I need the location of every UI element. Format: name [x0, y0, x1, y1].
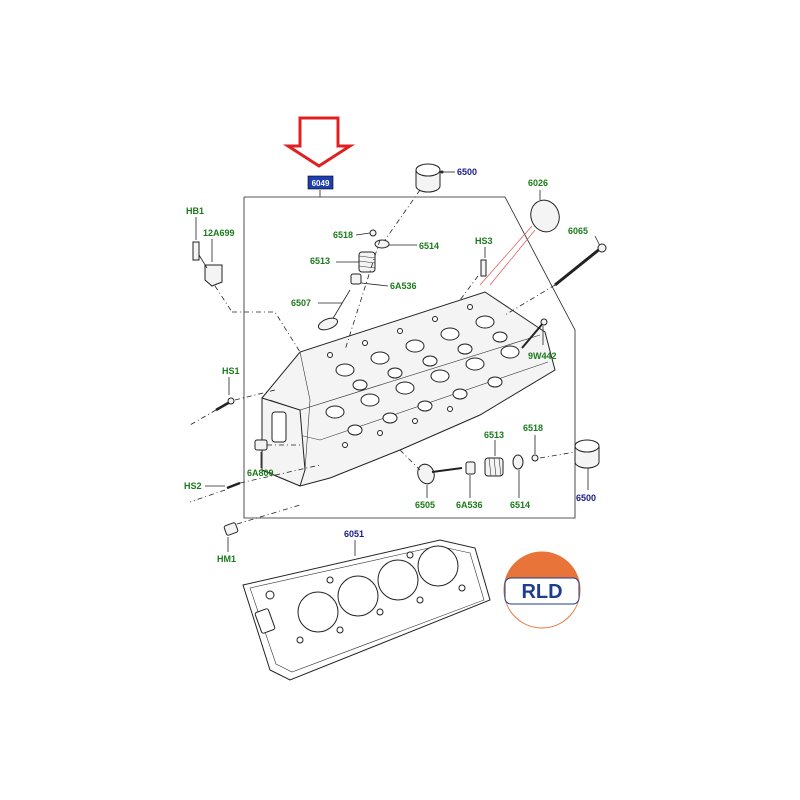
part-6513-top-spring — [358, 251, 376, 273]
callout-hs1: HS1 — [222, 366, 240, 376]
callout-6500-top: 6500 — [457, 167, 477, 177]
assembly-frame — [243, 190, 576, 519]
callout-6518-top: 6518 — [333, 230, 353, 240]
callout-hb1: HB1 — [186, 206, 204, 216]
callout-9w442: 9W442 — [528, 351, 557, 361]
rld-logo: RLD — [503, 551, 581, 629]
part-6051-head-gasket — [242, 539, 491, 681]
callout-6a536-bottom: 6A536 — [456, 500, 483, 510]
part-12a699-sensor — [192, 241, 223, 287]
callout-6a536-top: 6A536 — [390, 281, 417, 291]
part-6514-top-retainer — [374, 239, 390, 249]
callout-6500-bottom: 6500 — [576, 493, 596, 503]
part-6500-top-tappet — [415, 163, 455, 193]
callout-6505: 6505 — [415, 500, 435, 510]
part-6a809-dowel — [254, 439, 268, 451]
callout-hs3: HS3 — [475, 236, 493, 246]
bolt-holes — [327, 304, 473, 448]
part-6507-valve — [317, 289, 351, 331]
cylinder-head — [261, 291, 556, 487]
callout-6507: 6507 — [291, 298, 311, 308]
valve-pockets-lower — [325, 345, 520, 436]
part-6514-bottom-retainer — [512, 454, 524, 470]
part-6513-bottom-spring — [484, 457, 504, 477]
callout-6514-bottom: 6514 — [510, 500, 530, 510]
part-hs3-bolt — [480, 259, 487, 277]
callout-6049-box: 6049 — [307, 175, 334, 190]
callout-hs2: HS2 — [184, 481, 202, 491]
part-9w442-bolt — [521, 318, 548, 349]
callout-6518-bottom: 6518 — [523, 423, 543, 433]
part-hs2-bolt — [226, 481, 241, 490]
callout-6026: 6026 — [528, 178, 548, 188]
callout-6065: 6065 — [568, 226, 588, 236]
callout-6513-top: 6513 — [310, 256, 330, 266]
callout-6051: 6051 — [344, 529, 364, 539]
part-hs1-bolt — [215, 397, 235, 412]
part-6026-plug — [530, 190, 560, 233]
part-6065-head-bolt — [554, 243, 607, 287]
part-6a536-top-seal — [350, 273, 362, 285]
rld-logo-text: RLD — [521, 581, 562, 603]
callout-hm1: HM1 — [217, 554, 236, 564]
part-6518-bottom-collet — [531, 454, 539, 462]
valve-pockets-upper — [335, 315, 508, 391]
part-6505-valve — [417, 463, 463, 485]
red-down-arrow-icon — [282, 116, 356, 168]
callout-12a699: 12A699 — [203, 228, 235, 238]
callout-6514-top: 6514 — [419, 241, 439, 251]
part-6a536-bottom-seal — [465, 461, 476, 475]
part-6500-bottom-tappet — [574, 439, 600, 469]
callout-6513-bottom: 6513 — [484, 430, 504, 440]
part-hm1-dowel — [223, 522, 239, 536]
callout-6049: 6049 — [312, 179, 330, 188]
callout-6a809: 6A809 — [247, 468, 274, 478]
